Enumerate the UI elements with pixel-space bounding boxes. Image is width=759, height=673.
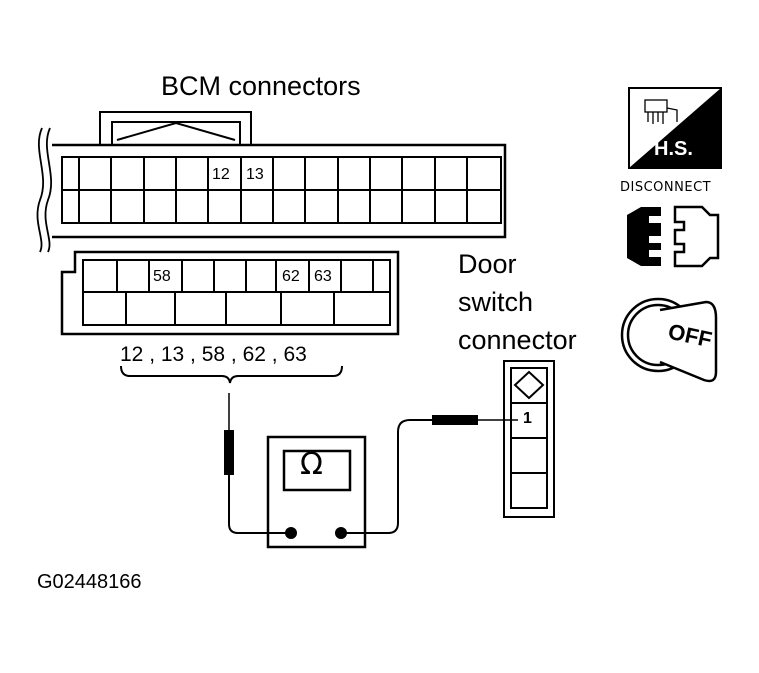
upper-bcm-connector [52,111,507,239]
left-probe [224,393,234,475]
disconnect-icon [627,205,720,268]
connector-sketch-icon [644,99,678,124]
left-probe-wire [228,473,291,534]
pin-label-13: 13 [246,166,264,183]
lower-bcm-connector [60,250,400,336]
figure-id: G02448166 [37,571,142,593]
door-switch-label-line2: switch [458,287,534,317]
pin-label-12: 12 [212,166,230,183]
door-switch-connector [503,360,555,518]
ignition-key-icon [620,297,718,383]
door-switch-label-line3: connector [458,325,577,355]
disconnect-label: DISCONNECT [620,180,712,195]
pin-label-62: 62 [282,268,300,285]
meter-terminal-left [285,527,297,539]
meter-terminal-right [335,527,347,539]
connector-break-lines [36,127,52,253]
ohmmeter [266,435,367,549]
right-probe [432,415,518,425]
terminal-brace [120,365,343,384]
door-switch-label-line1: Door [458,249,517,279]
bcm-connectors-title: BCM connectors [161,71,361,101]
ohm-symbol: Ω [300,447,323,482]
pin-label-58: 58 [153,268,171,285]
right-probe-wire [341,419,432,534]
terminal-list: 12 , 13 , 58 , 62 , 63 [120,343,307,366]
door-switch-pin-1: 1 [523,410,532,427]
harness-side-triangle [629,88,721,168]
pin-label-63: 63 [314,268,332,285]
harness-side-label: H.S. [654,138,693,160]
